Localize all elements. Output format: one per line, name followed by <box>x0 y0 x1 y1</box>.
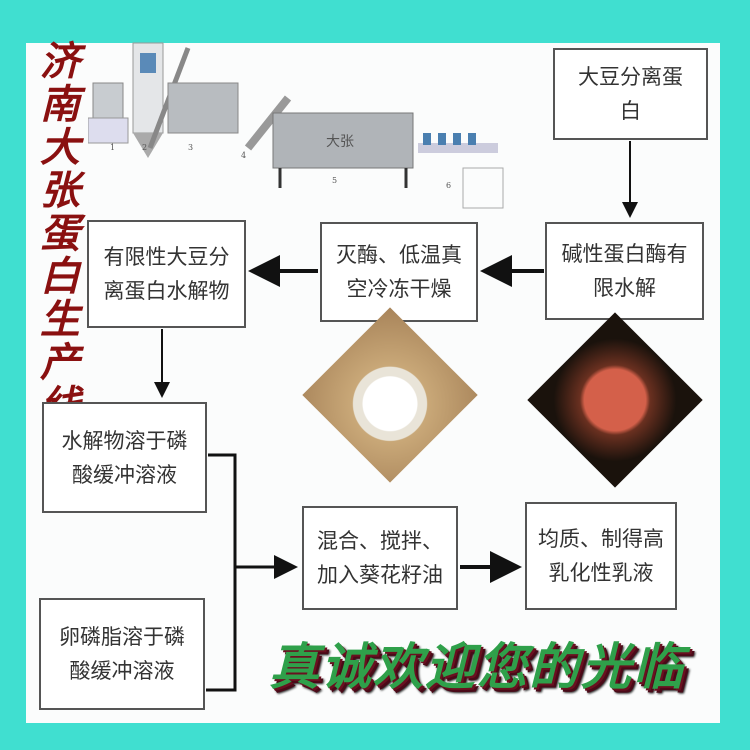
machine-brand: 大张 <box>326 134 354 150</box>
step-homogenize: 均质、制得高乳化性乳液 <box>525 502 677 610</box>
machine-label: 4 <box>241 151 246 160</box>
machine-label: 2 <box>142 143 147 152</box>
production-line-machine-image: 大张 1 2 3 4 5 6 <box>88 42 504 209</box>
machine-label: 1 <box>110 143 115 152</box>
step-dissolve-hydrolysate: 水解物溶于磷酸缓冲溶液 <box>42 402 207 513</box>
machine-label: 3 <box>188 143 193 152</box>
machine-label: 5 <box>332 176 337 185</box>
step-freeze-dry: 灭酶、低温真空冷冻干燥 <box>320 222 478 322</box>
step-mix: 混合、搅拌、加入葵花籽油 <box>302 506 458 610</box>
step-hydrolysate: 有限性大豆分离蛋白水解物 <box>87 220 246 328</box>
machine-label: 6 <box>446 181 451 190</box>
step-soy-isolate: 大豆分离蛋白 <box>553 48 708 140</box>
step-dissolve-lecithin: 卵磷脂溶于磷酸缓冲溶液 <box>39 598 205 710</box>
step-alkaline-hydrolysis: 碱性蛋白酶有限水解 <box>545 222 704 320</box>
welcome-banner: 真诚欢迎您的光临 <box>269 637 685 696</box>
